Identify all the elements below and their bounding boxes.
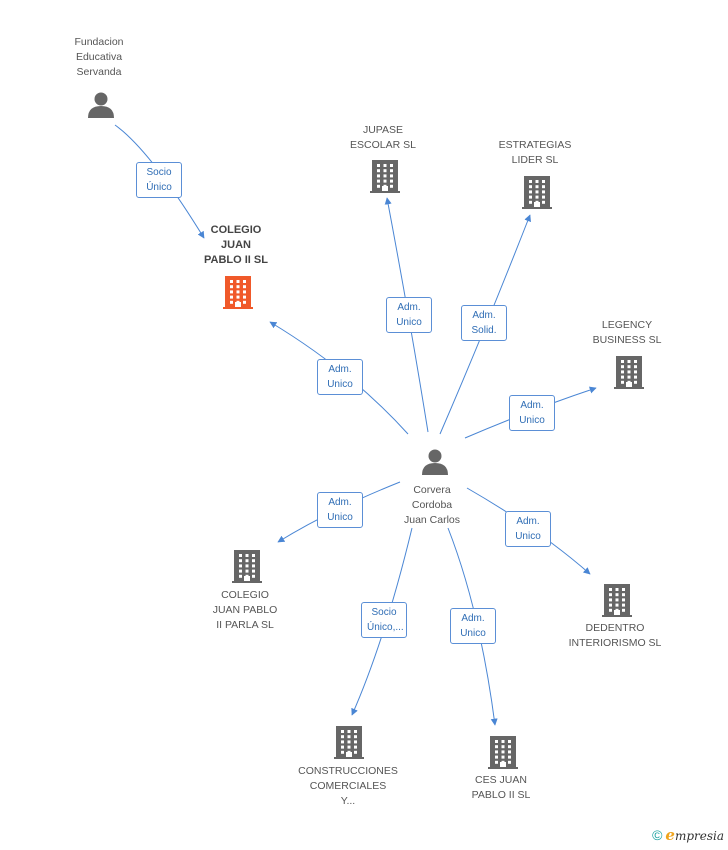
copyright-icon: © xyxy=(652,827,663,843)
node-label-estrategias[interactable]: ESTRATEGIAS LIDER SL xyxy=(498,139,572,166)
building-icon[interactable] xyxy=(370,160,400,193)
node-label-cesjuan[interactable]: CES JUAN PABLO II SL xyxy=(471,774,531,801)
node-label-jupase[interactable]: JUPASE ESCOLAR SL xyxy=(350,124,416,151)
empresia-logo[interactable]: empresia xyxy=(665,826,724,844)
building-icon[interactable] xyxy=(522,176,552,209)
node-label-construcciones[interactable]: CONSTRUCCIONES COMERCIALES Y... xyxy=(298,764,398,807)
node-label-dedentro[interactable]: DEDENTRO INTERIORISMO SL xyxy=(568,622,662,649)
edge-label[interactable]: Adm. Unico xyxy=(509,395,555,431)
node-label-fundacion[interactable]: Fundacion Educativa Servanda xyxy=(74,35,124,78)
edge-label[interactable]: Adm. Unico xyxy=(317,492,363,528)
person-icon[interactable] xyxy=(422,449,448,476)
footer-brand: ©empresia xyxy=(652,826,724,844)
edge-label[interactable]: Adm. Unico xyxy=(450,608,496,644)
node-label-parla[interactable]: COLEGIO JUAN PABLO II PARLA SL xyxy=(212,588,278,631)
building-icon[interactable] xyxy=(602,584,632,617)
edge-label[interactable]: Adm. Unico xyxy=(317,359,363,395)
edge-label[interactable]: Socio Único xyxy=(136,162,182,198)
building-icon[interactable] xyxy=(223,276,253,309)
node-label-legency[interactable]: LEGENCY BUSINESS SL xyxy=(592,319,662,346)
node-label-corvera[interactable]: Corvera Cordoba Juan Carlos xyxy=(403,483,461,526)
person-icon[interactable] xyxy=(88,92,114,119)
edge-label[interactable]: Adm. Unico xyxy=(505,511,551,547)
edge-label[interactable]: Adm. Solid. xyxy=(461,305,507,341)
node-label-colegio[interactable]: COLEGIO JUAN PABLO II SL xyxy=(204,223,268,266)
building-icon[interactable] xyxy=(334,726,364,759)
edge-label[interactable]: Adm. Unico xyxy=(386,297,432,333)
building-icon[interactable] xyxy=(488,736,518,769)
building-icon[interactable] xyxy=(614,356,644,389)
building-icon[interactable] xyxy=(232,550,262,583)
edge-label[interactable]: Socio Único,... xyxy=(361,602,407,638)
